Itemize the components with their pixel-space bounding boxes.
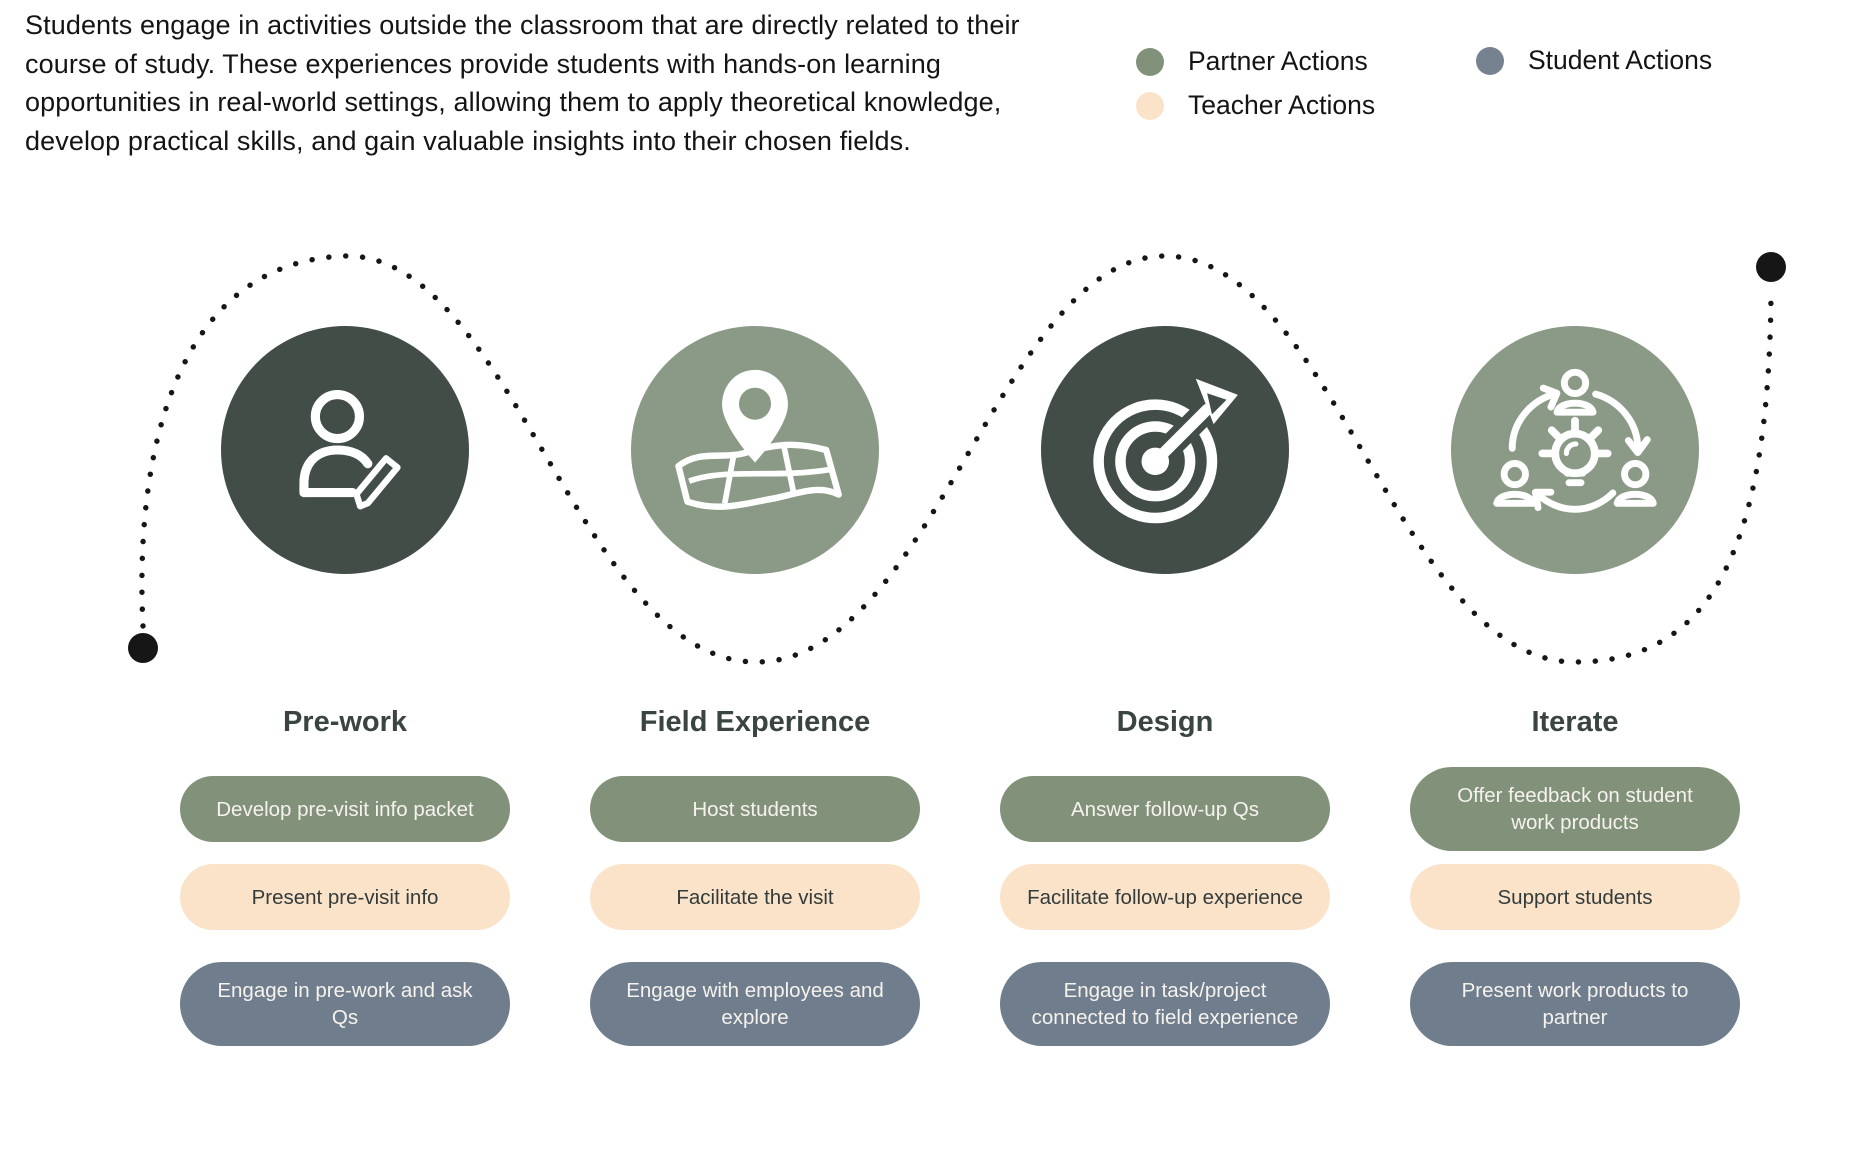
legend-item-teacher: Teacher Actions (1136, 90, 1375, 121)
legend-label: Student Actions (1528, 45, 1713, 75)
partner-action-pill: Host students (590, 776, 920, 842)
stage-title: Design (1116, 706, 1214, 738)
stage-circle-design (1041, 326, 1289, 574)
stage-circle-field-experience (631, 326, 879, 574)
target-arrow-icon (1093, 378, 1238, 524)
action-pill-list: Develop pre-visit info packet Present pr… (180, 765, 510, 1067)
partner-action-pill: Develop pre-visit info packet (180, 776, 510, 842)
student-action-pill: Engage with employees and explore (590, 962, 920, 1046)
stage-column-design: Design Answer follow-up Qs Facilitate fo… (1000, 702, 1330, 1067)
legend-label: Partner Actions (1188, 46, 1368, 76)
stage-circle-pre-work (221, 326, 469, 574)
student-color-dot-icon (1476, 46, 1504, 75)
partner-color-dot-icon (1136, 47, 1164, 76)
student-action-pill: Present work products to partner (1410, 962, 1740, 1046)
legend-item-partner: Partner Actions (1136, 46, 1368, 77)
stage-title: Field Experience (639, 706, 871, 738)
partner-action-pill: Answer follow-up Qs (1000, 776, 1330, 842)
stage-column-iterate: Iterate Offer feedback on student work p… (1410, 702, 1740, 1067)
map-location-icon (675, 369, 842, 510)
action-pill-list: Answer follow-up Qs Facilitate follow-up… (1000, 765, 1330, 1067)
action-pill-list: Host students Facilitate the visit Engag… (590, 765, 920, 1067)
stage-column-field-experience: Field Experience Host students Facilitat… (590, 702, 920, 1067)
teacher-action-pill: Present pre-visit info (180, 864, 510, 930)
stage-column-pre-work: Pre-work Develop pre-visit info packet P… (180, 702, 510, 1067)
student-action-pill: Engage in pre-work and ask Qs (180, 962, 510, 1046)
path-end-dot (1756, 252, 1786, 282)
teacher-color-dot-icon (1136, 91, 1164, 120)
teacher-action-pill: Support students (1410, 864, 1740, 930)
stage-circle-iterate (1451, 326, 1699, 574)
student-action-pill: Engage in task/project connected to fiel… (1000, 962, 1330, 1046)
teacher-action-pill: Facilitate follow-up experience (1000, 864, 1330, 930)
collaboration-cycle-icon (1493, 368, 1657, 513)
path-start-dot (128, 633, 158, 663)
teacher-action-pill: Facilitate the visit (590, 864, 920, 930)
legend-label: Teacher Actions (1188, 90, 1376, 120)
stage-title: Pre-work (282, 706, 408, 738)
action-pill-list: Offer feedback on student work products … (1410, 765, 1740, 1067)
dotted-curve (139, 253, 1774, 665)
intro-paragraph: Students engage in activities outside th… (25, 10, 1020, 156)
person-writing-icon (299, 389, 401, 510)
legend-item-student: Student Actions (1476, 45, 1712, 76)
partner-action-pill: Offer feedback on student work products (1410, 767, 1740, 851)
stage-title: Iterate (1531, 706, 1619, 738)
